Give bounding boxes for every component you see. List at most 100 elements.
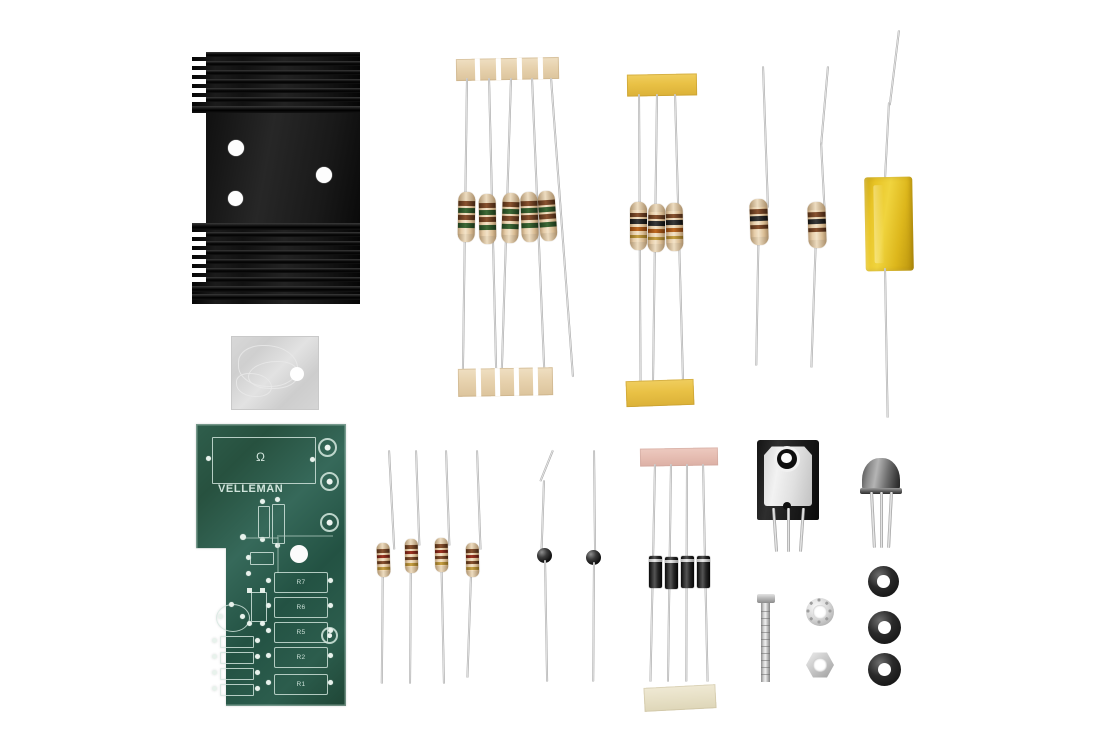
pcb-label-r6: R6 <box>296 604 306 611</box>
black-washer <box>868 611 901 644</box>
pcb-pad <box>260 588 265 593</box>
heatsink-top-fins <box>192 52 360 114</box>
pcb-pad <box>260 537 265 542</box>
pcb-pad <box>240 614 245 619</box>
pcb-pad <box>247 621 252 626</box>
pcb-resistor-slot-r7: R7 <box>274 572 328 593</box>
loose-resistors-top <box>736 65 840 372</box>
to220-lead <box>787 508 790 552</box>
pcb-pad <box>328 628 333 633</box>
resistor-body <box>465 542 480 578</box>
pcb-pad <box>260 621 265 626</box>
black-washer <box>868 566 899 597</box>
resistor-body <box>478 193 497 245</box>
pcb-component-outline <box>220 684 254 696</box>
can-transistor-lead <box>887 491 893 548</box>
pcb-trace <box>277 537 279 573</box>
yellow-capacitor <box>856 29 920 420</box>
bead-diode-body <box>537 548 552 563</box>
pcb-large-hole <box>290 545 308 563</box>
screw-head <box>757 594 775 603</box>
bead-diode-lead <box>539 449 554 482</box>
diode-body <box>649 556 662 588</box>
heatsink-hole-1 <box>228 140 244 156</box>
bead-diode-lead <box>544 559 548 682</box>
mica-pad-hole <box>290 367 304 381</box>
to220-mounting-hole <box>777 449 797 469</box>
bead-diode-lead <box>540 479 545 554</box>
capacitor-lead-top <box>883 101 890 180</box>
pcb-pad <box>260 499 265 504</box>
diode-body <box>665 557 678 589</box>
machine-screw <box>755 594 777 684</box>
pcb-ic-outline <box>251 592 267 622</box>
pcb-pad <box>328 578 333 583</box>
pcb-resistor-slot-r2: R2 <box>274 647 328 668</box>
pcb-pad <box>275 543 280 548</box>
velleman-pcb: Ω VELLEMAN R7 R6 <box>196 424 346 706</box>
heatsink-hole-2 <box>228 191 243 206</box>
resistor-body <box>537 190 558 242</box>
pcb-trace <box>242 537 278 539</box>
pcb-resistor-slot-r5: R5 <box>274 622 328 643</box>
pcb-pad <box>229 602 234 607</box>
diode-strip <box>638 446 724 712</box>
pcb-pad <box>246 571 251 576</box>
kraft-tape-top <box>455 56 560 82</box>
black-washer <box>868 653 901 686</box>
can-transistor-lead <box>870 491 876 548</box>
gold-tape-bottom <box>625 378 695 408</box>
pcb-component-outline <box>220 636 254 648</box>
bead-diode-body <box>586 550 601 565</box>
pcb-mounting-hole-3 <box>320 513 339 532</box>
diode-body <box>697 556 710 588</box>
pcb-pad <box>212 654 217 659</box>
resistor-body <box>807 201 827 249</box>
pcb-trace <box>277 535 333 537</box>
pcb-pad <box>240 534 246 540</box>
can-transistor-leads <box>862 491 900 550</box>
resistor-strip-kraft <box>452 56 574 397</box>
pcb-pad <box>212 686 217 691</box>
pcb-pad <box>212 670 217 675</box>
pcb-pad <box>212 638 217 643</box>
pcb-mounting-hole-2 <box>320 472 339 491</box>
pcb-pad <box>266 578 271 583</box>
resistor-lead <box>762 65 769 208</box>
pcb-pad <box>328 603 333 608</box>
resistor-body <box>404 538 419 574</box>
diode-tape-top <box>639 447 719 467</box>
resistor-lead <box>820 65 829 146</box>
pcb-pad <box>255 654 260 659</box>
screw-shaft <box>761 603 770 682</box>
capacitor-body <box>864 176 914 272</box>
pcb-display-outline <box>212 437 316 484</box>
pcb-label-r5: R5 <box>296 629 306 636</box>
pcb-pad <box>206 456 211 461</box>
heatsink-face <box>206 113 360 223</box>
resistor-lead <box>445 449 450 546</box>
resistor-lead <box>820 141 826 210</box>
pcb-label-r1: R1 <box>296 681 306 688</box>
pcb-component-outline <box>258 506 270 538</box>
resistor-body <box>376 542 391 578</box>
pcb-pad <box>255 638 260 643</box>
pcb-label-r7: R7 <box>296 579 306 586</box>
pcb-pad <box>255 670 260 675</box>
pcb-pad <box>266 680 271 685</box>
to220-notch <box>783 502 791 510</box>
mica-insulator-pad <box>231 336 319 410</box>
can-transistor-rim <box>859 488 903 494</box>
diode-tape-bottom <box>643 684 717 712</box>
resistor-body <box>520 191 539 243</box>
pcb-mounting-hole-1 <box>318 438 337 457</box>
pcb-pad <box>328 680 333 685</box>
resistor-body <box>501 192 520 244</box>
kraft-tape-bottom <box>457 367 554 397</box>
star-lock-washer <box>806 598 834 626</box>
pcb-component-outline <box>220 652 254 664</box>
can-transistor <box>859 458 903 494</box>
can-transistor-body <box>862 458 900 494</box>
pcb-pad <box>310 457 315 462</box>
